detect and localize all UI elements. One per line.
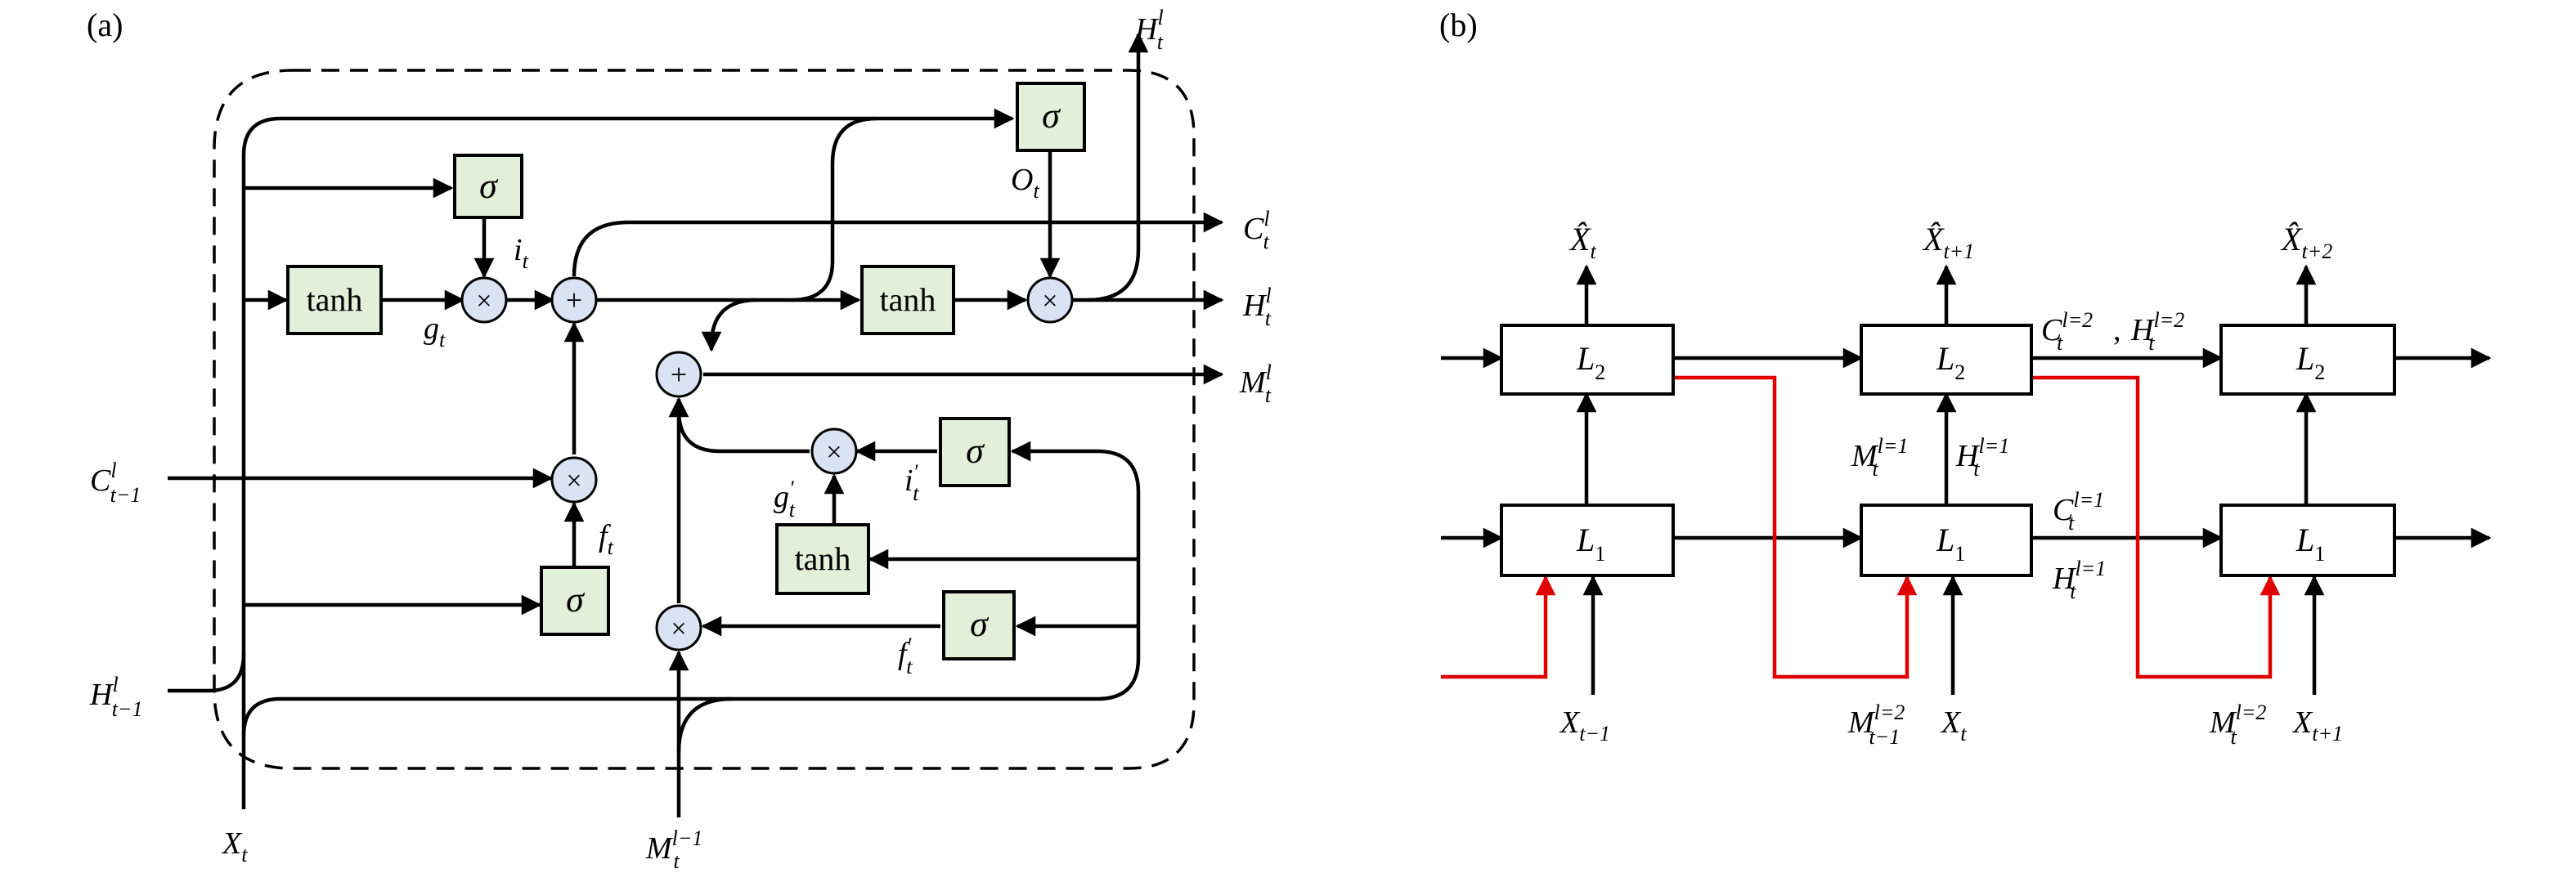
label-f-prime: f′t	[898, 634, 913, 678]
mul-output-op: ×	[1026, 276, 1074, 324]
tanh-g-prime-box	[775, 523, 870, 595]
sigma-input-gate-label: σ	[479, 166, 499, 206]
tanh-cell-label: tanh	[880, 281, 936, 318]
sigma-input-gate-prime	[939, 417, 1011, 487]
mul-forget-prime-op: ×	[655, 604, 702, 651]
sigma-forget-gate-label: σ	[566, 580, 586, 620]
svg-text:+: +	[566, 284, 582, 316]
mul-forget-op: ×	[550, 456, 598, 504]
block-l2-t1: L2	[1860, 324, 2033, 396]
label-comma: ,	[2113, 313, 2121, 347]
svg-text:×: ×	[826, 437, 841, 468]
tanh-g-label: tanh	[307, 281, 363, 318]
svg-text:×: ×	[671, 614, 686, 644]
svg-text:L1: L1	[1936, 522, 1965, 566]
svg-text:L1: L1	[2296, 522, 2325, 566]
block-l2-t: L2	[1500, 324, 1675, 396]
label-x-t: Xt	[1940, 705, 1967, 745]
sigma-output-gate	[1016, 82, 1086, 152]
sigma-output-gate-label: σ	[1042, 96, 1061, 136]
block-l1-t: L1	[1500, 504, 1675, 577]
label-o: Ot	[1011, 163, 1039, 203]
panel-b-memory-flow	[1441, 375, 2281, 679]
label-xhat-t2: X̂t+2	[2280, 221, 2332, 263]
svg-text:L1: L1	[1576, 522, 1605, 566]
sigma-input-gate-prime-label: σ	[966, 431, 985, 471]
sigma-forget-gate	[540, 566, 610, 636]
sigma-forget-gate-prime-label: σ	[970, 604, 990, 644]
label-i: it	[514, 233, 529, 273]
cell-boundary	[213, 69, 1196, 770]
add-cell-op: +	[550, 276, 598, 324]
label-g: gt	[424, 311, 446, 351]
label-x-t-minus-1: Xt−1	[1559, 705, 1610, 745]
svg-text:×: ×	[476, 286, 491, 316]
add-memory-op: +	[655, 351, 702, 398]
panel-b: (b)	[1439, 7, 2492, 749]
svg-text:L2: L2	[1936, 340, 1965, 384]
sigma-input-gate	[453, 154, 523, 219]
label-x-in: Xt	[221, 826, 248, 866]
block-l1-t1: L1	[1860, 504, 2033, 577]
block-l2-t2: L2	[2219, 324, 2396, 396]
sigma-forget-gate-prime	[942, 590, 1016, 660]
panel-b-tag: (b)	[1439, 7, 1478, 43]
panel-b-wires	[1441, 264, 2492, 695]
tanh-g-prime-label: tanh	[795, 540, 851, 577]
label-g-prime: g′t	[774, 477, 796, 522]
panel-a-wires	[168, 32, 1224, 817]
tanh-cell-box	[860, 265, 955, 335]
block-l1-t2: L1	[2219, 504, 2396, 577]
svg-text:L2: L2	[1576, 340, 1605, 384]
label-i-prime: i′t	[904, 460, 919, 505]
svg-text:L2: L2	[2296, 340, 2325, 384]
tanh-g-box	[286, 265, 383, 335]
label-xhat-t1: X̂t+1	[1922, 221, 1974, 263]
panel-a: (a)	[87, 6, 1272, 873]
svg-text:×: ×	[566, 466, 581, 496]
svg-text:×: ×	[1042, 286, 1057, 316]
panel-a-tag: (a)	[87, 7, 123, 43]
label-x-t-plus-1: Xt+1	[2291, 705, 2343, 745]
label-f: ft	[599, 519, 614, 559]
label-xhat-t: X̂t	[1568, 221, 1596, 263]
mul-input-op: ×	[460, 276, 508, 324]
svg-text:+: +	[671, 358, 687, 391]
mul-input-prime-op: ×	[810, 428, 858, 475]
